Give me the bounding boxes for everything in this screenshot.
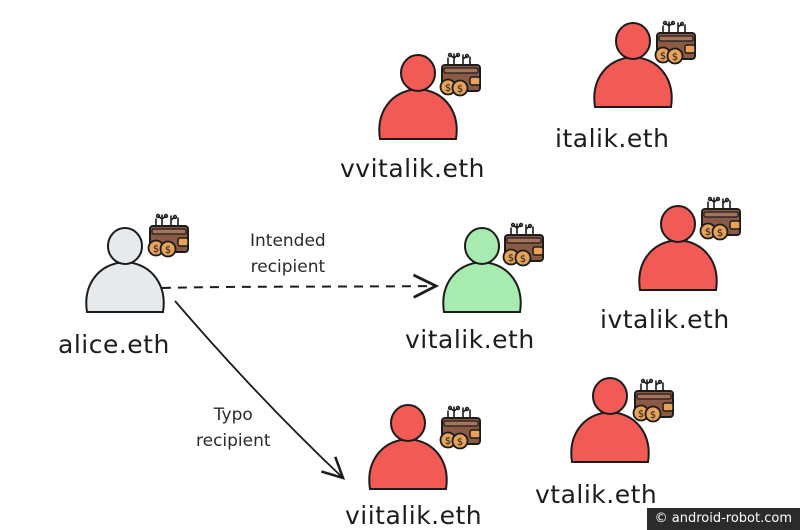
person-body — [85, 260, 165, 313]
person-body — [368, 437, 448, 490]
label-ivtalik: ivtalik.eth — [600, 305, 730, 334]
person-head — [464, 227, 500, 265]
typo-note-line2: recipient — [196, 431, 271, 451]
person-italik — [593, 20, 696, 108]
wallet-icon — [502, 222, 544, 267]
typo-note: Typo recipient — [196, 402, 271, 454]
person-body — [593, 55, 673, 108]
wallet-icon — [699, 196, 741, 241]
intended-note-line1: Intended — [250, 231, 326, 251]
person-viitalik — [368, 404, 481, 490]
person-head — [660, 205, 696, 243]
intended-note: Intended recipient — [250, 228, 326, 280]
person-body — [442, 260, 522, 313]
person-alice — [85, 213, 189, 313]
watermark: © android-robot.com — [646, 508, 800, 530]
label-italik: italik.eth — [555, 124, 670, 153]
wallet-icon — [439, 52, 481, 97]
label-alice: alice.eth — [58, 330, 170, 359]
intended-note-line2: recipient — [250, 257, 326, 277]
person-vtalik — [570, 377, 674, 463]
person-body — [378, 87, 458, 140]
typo-arrow — [174, 300, 343, 478]
person-head — [615, 22, 651, 60]
person-head — [107, 227, 143, 265]
person-vitalik — [442, 222, 544, 313]
intended-arrow — [161, 286, 436, 288]
person-ivtalik — [638, 196, 741, 291]
wallet-icon — [632, 378, 674, 423]
person-head — [400, 54, 436, 92]
label-vvitalik: vvitalik.eth — [340, 154, 486, 183]
person-head — [390, 404, 426, 442]
people-layer — [85, 20, 741, 490]
wallet-icon — [439, 405, 481, 450]
wallet-icon — [654, 20, 696, 65]
label-vitalik: vitalik.eth — [405, 325, 535, 354]
person-body — [638, 238, 718, 291]
label-vtalik: vtalik.eth — [535, 480, 658, 509]
person-vvitalik — [378, 52, 481, 140]
wallet-icon — [147, 213, 189, 258]
label-viitalik: viitalik.eth — [345, 501, 483, 530]
person-head — [592, 377, 628, 415]
typo-note-line1: Typo — [213, 405, 253, 425]
